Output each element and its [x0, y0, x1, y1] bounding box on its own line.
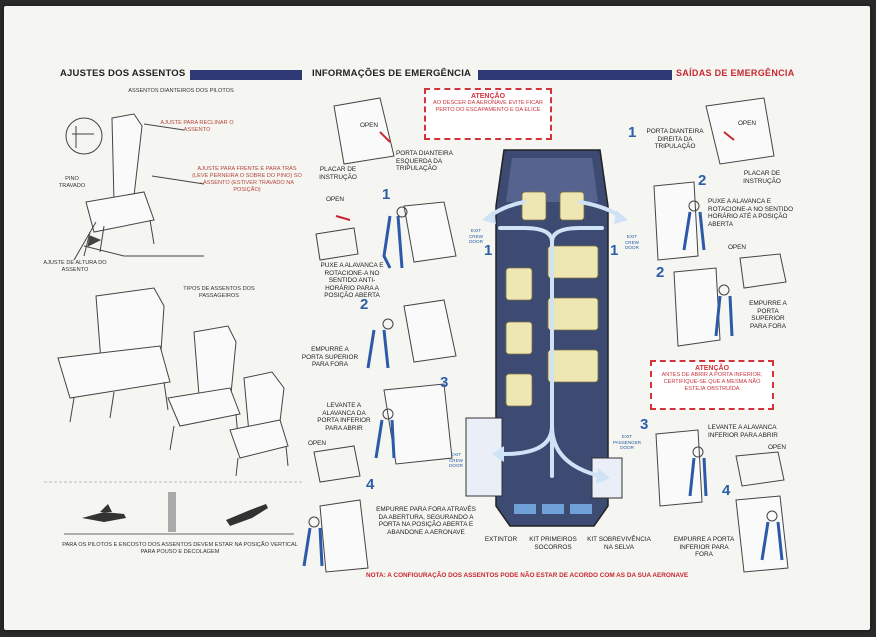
left-door-drawings: [302, 97, 457, 573]
exits-header: SAÍDAS DE EMERGÊNCIA: [676, 68, 795, 78]
left-step-4-number: 4: [366, 476, 375, 493]
warning-exhaust-title: ATENÇÃO: [470, 93, 506, 100]
fore-aft-label: AJUSTE PARA FRENTE E PARA TRÁS (LEVE PER…: [192, 166, 302, 193]
warning-lower-door-body: ANTES DE ABRIR A PORTA INFERIOR, CERTIFI…: [661, 372, 763, 392]
left-open-label-3: OPEN: [307, 440, 327, 447]
left-door-label: PORTA DIANTEIRA ESQUERDA DA TRIPULAÇÃO: [396, 150, 453, 173]
left-step1-text: PUXE A ALAVANCA E ROTACIONE-A NO SENTIDO…: [320, 262, 384, 300]
left-step2-text: EMPURRE A PORTA SUPERIOR PARA FORA: [301, 346, 359, 369]
passenger-seats-title: TIPOS DE ASSENTOS DOS PASSAGEIROS: [183, 286, 255, 299]
seat-config-note: NOTA: A CONFIGURAÇÃO DOS ASSENTOS PODE N…: [366, 572, 689, 579]
cabin-step-1-right: 1: [610, 242, 619, 259]
right-step3-text: LEVANTE A ALAVANCA INFERIOR PARA ABRIR: [708, 424, 778, 439]
right-step2b-text: EMPURRE A PORTA SUPERIOR PARA FORA: [749, 300, 787, 330]
exit-label-rear-left: EXIT CREW DOOR: [448, 452, 464, 469]
right-placard-label: PLACAR DE INSTRUÇÃO: [743, 170, 781, 185]
right-open-label-3: OPEN: [767, 444, 787, 451]
seats-header-bar: [190, 70, 302, 80]
emergency-header-bar: [478, 70, 672, 80]
warning-lower-door: ATENÇÃO ANTES DE ABRIR A PORTA INFERIOR,…: [650, 360, 774, 410]
left-open-label: OPEN: [359, 122, 379, 129]
left-step-1-number: 1: [382, 186, 391, 203]
right-step2-text: PUXE A ALAVANCA E ROTACIONE-A NO SENTIDO…: [708, 198, 794, 228]
left-placard-label: PLACAR DE INSTRUÇÃO: [319, 166, 357, 181]
warning-exhaust: ATENÇÃO AO DESCER DA AERONAVE EVITE FICA…: [424, 88, 552, 140]
exit-label-front-right: EXIT CREW DOOR: [624, 234, 640, 251]
illustrations: [44, 97, 789, 573]
right-step-1-number: 1: [628, 124, 637, 141]
pilot-seat-drawing: [65, 113, 205, 261]
equipment-extinguisher: EXTINTOR: [484, 536, 518, 543]
right-open-label: OPEN: [737, 120, 757, 127]
cabin-step-1-left: 1: [484, 242, 493, 259]
recline-label: AJUSTE PARA RECLINAR O ASSENTO: [160, 120, 234, 133]
right-open-label-2: OPEN: [727, 244, 747, 251]
left-open-label-2: OPEN: [325, 196, 345, 203]
takeoff-diagram: [64, 492, 294, 535]
right-step4-text: EMPURRE A PORTA INFERIOR PARA FORA: [673, 536, 735, 559]
seats-header: AJUSTES DOS ASSENTOS: [60, 68, 186, 79]
equipment-survival-kit: KIT SOBREVIVÊNCIA NA SELVA: [587, 536, 651, 551]
cabin-diagram: [465, 149, 628, 527]
right-step-3-number: 3: [640, 416, 649, 433]
equipment-first-aid: KIT PRIMEIROS SOCORROS: [529, 536, 577, 551]
pilot-seats-title: ASSENTOS DIANTEIROS DOS PILOTOS: [128, 88, 234, 94]
passenger-seats-drawing: [57, 287, 289, 477]
right-door-label: PORTA DIANTEIRA DIREITA DA TRIPULAÇÃO: [646, 128, 704, 151]
left-step4-text: EMPURRE PARA FORA ATRAVÉS DA ABERTURA, S…: [376, 506, 476, 536]
exit-label-front-left: EXIT CREW DOOR: [468, 228, 484, 245]
seat-position-note: PARA OS PILOTOS E ENCOSTO DOS ASSENTOS D…: [62, 542, 298, 555]
pin-label: PINO TRAVADO: [58, 176, 86, 189]
height-label: AJUSTE DE ALTURA DO ASSENTO: [43, 260, 107, 273]
right-door-drawings: [653, 97, 789, 573]
left-step3-text: LEVANTE A ALAVANCA DA PORTA INFERIOR PAR…: [317, 402, 371, 432]
right-step-2b-number: 2: [656, 264, 665, 281]
warning-lower-door-title: ATENÇÃO: [694, 365, 730, 372]
right-step-4-number: 4: [722, 482, 731, 499]
left-step-2-number: 2: [360, 296, 369, 313]
emergency-header: INFORMAÇÕES DE EMERGÊNCIA: [312, 68, 472, 79]
right-step-2-number: 2: [698, 172, 707, 189]
left-step-3-number: 3: [440, 374, 449, 391]
warning-exhaust-body: AO DESCER DA AERONAVE EVITE FICAR PERTO …: [433, 100, 543, 113]
safety-card: AJUSTES DOS ASSENTOS INFORMAÇÕES DE EMER…: [4, 6, 870, 630]
exit-label-rear-right: EXIT PASSENGER DOOR: [612, 434, 642, 451]
